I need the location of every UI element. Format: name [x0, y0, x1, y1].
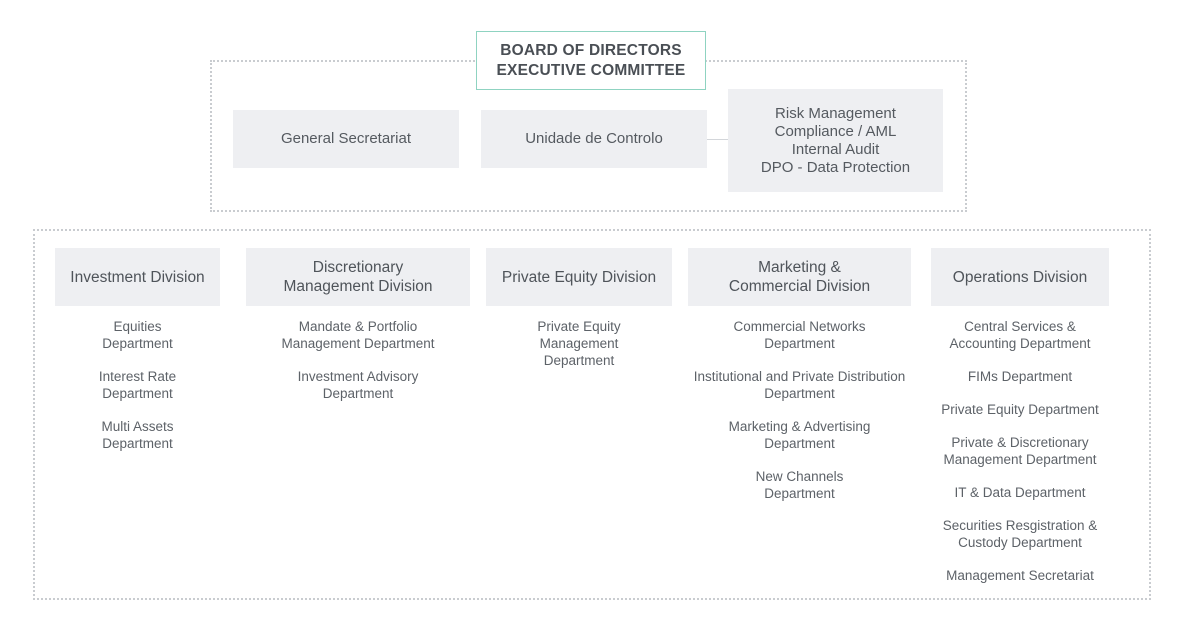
department-item: FIMs Department: [967, 369, 1073, 384]
general-secretariat-label: General Secretariat: [280, 130, 412, 147]
department-item: Central Services &Accounting Department: [949, 319, 1091, 351]
division-box: Private Equity Division: [486, 248, 672, 306]
unidade-de-controlo-label: Unidade de Controlo: [525, 130, 663, 147]
department-item: Management Secretariat: [946, 568, 1094, 583]
board-title: BOARD OF DIRECTORS: [500, 41, 682, 59]
department-item: Private Equity Department: [941, 402, 1099, 417]
control-function-label: DPO - Data Protection: [760, 158, 911, 176]
control-function-label: Internal Audit: [791, 140, 880, 158]
unidade-de-controlo-box: Unidade de Controlo: [481, 110, 707, 168]
control-functions-box: Risk Management Compliance / AML Interna…: [728, 89, 943, 192]
division-title: Investment Division: [70, 268, 205, 286]
division-title: Private Equity Division: [501, 268, 657, 286]
division-box: Investment Division: [55, 248, 220, 306]
board-of-directors-box: BOARD OF DIRECTORS EXECUTIVE COMMITTEE: [476, 31, 706, 90]
control-function-label: Risk Management: [775, 104, 896, 122]
division-title: Management Division: [283, 278, 433, 295]
department-item: Securities Resgistration &Custody Depart…: [942, 518, 1098, 550]
division-title: Operations Division: [952, 268, 1088, 286]
division-title: Commercial Division: [728, 278, 871, 295]
divisions-frame: [33, 229, 1151, 600]
division-title: Marketing &: [758, 259, 841, 276]
control-function-label: Compliance / AML: [774, 122, 897, 140]
division-box: Marketing & Commercial Division: [688, 248, 911, 306]
general-secretariat-box: General Secretariat: [233, 110, 459, 168]
connector-line: [707, 139, 728, 140]
division-box: Operations Division: [931, 248, 1109, 306]
division-title: Discretionary: [312, 259, 404, 276]
department-item: IT & Data Department: [954, 485, 1086, 500]
executive-committee-title: EXECUTIVE COMMITTEE: [496, 61, 686, 79]
